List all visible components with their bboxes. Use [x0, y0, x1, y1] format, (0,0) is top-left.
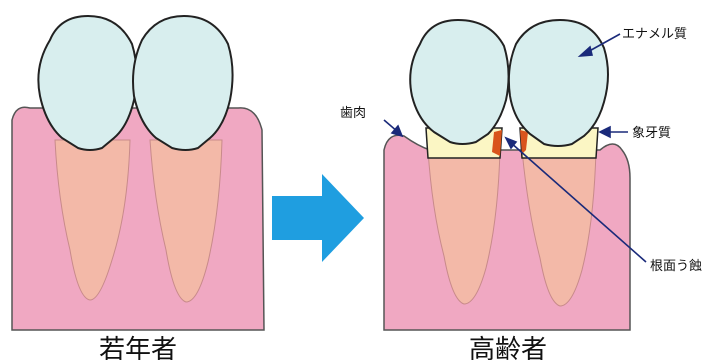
elderly-crown-right	[509, 20, 608, 146]
label-enamel: エナメル質	[622, 27, 687, 42]
label-dentin: 象牙質	[632, 126, 671, 141]
caption-elderly: 高齢者	[469, 335, 547, 360]
young-gum	[12, 107, 264, 330]
label-gum: 歯肉	[340, 106, 366, 121]
young-crown-right	[133, 16, 233, 150]
caption-young: 若年者	[99, 335, 177, 360]
young-teeth-illustration	[12, 16, 264, 330]
elderly-teeth-illustration	[384, 20, 630, 330]
elderly-crown-left	[410, 20, 508, 144]
right-arrow-icon	[272, 174, 364, 262]
label-root-caries: 根面う蝕	[650, 259, 702, 274]
dentin-pointer-arrowhead	[600, 127, 610, 137]
